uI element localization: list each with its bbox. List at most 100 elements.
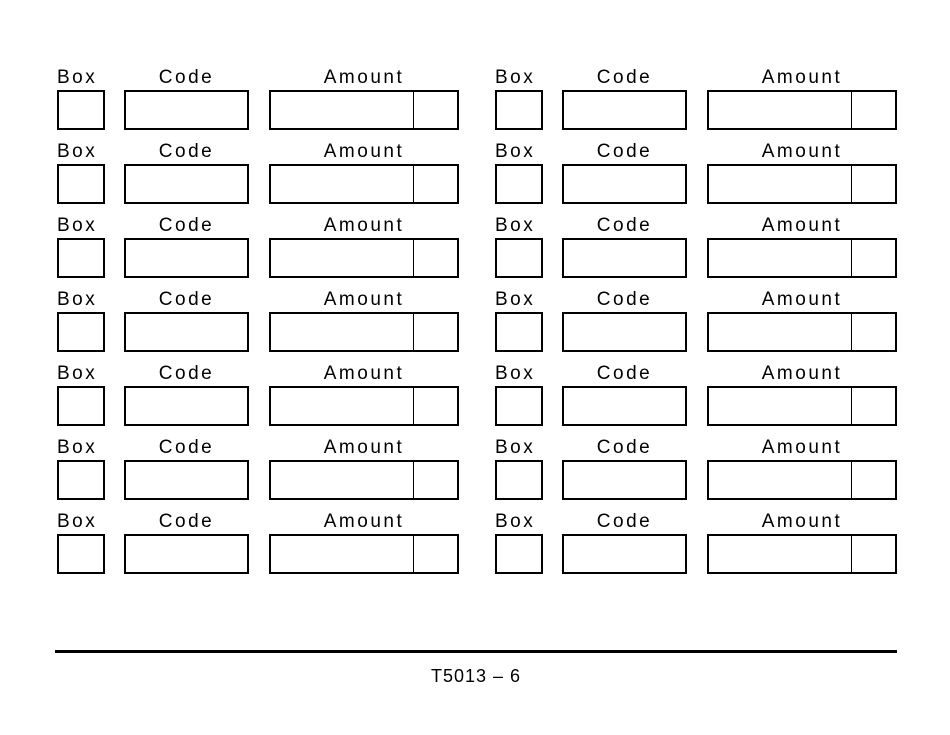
box-input[interactable]: [495, 534, 543, 574]
box-label: Box: [57, 363, 98, 384]
entry-row: Box Code Amount: [57, 434, 459, 500]
code-label: Code: [596, 141, 653, 162]
amount-dollars-input[interactable]: [271, 240, 413, 276]
amount-cents-input[interactable]: [413, 388, 457, 424]
amount-cents-input[interactable]: [413, 92, 457, 128]
amount-label: Amount: [761, 67, 843, 88]
code-input[interactable]: [124, 164, 249, 204]
box-input[interactable]: [57, 534, 105, 574]
amount-cents-input[interactable]: [851, 314, 895, 350]
amount-cents-input[interactable]: [851, 536, 895, 572]
box-field-group: Box: [57, 508, 105, 574]
code-label: Code: [158, 215, 215, 236]
box-input[interactable]: [57, 238, 105, 278]
amount-dollars-input[interactable]: [709, 314, 851, 350]
amount-cents-input[interactable]: [851, 166, 895, 202]
amount-field-group: Amount: [707, 286, 897, 352]
code-label: Code: [596, 215, 653, 236]
amount-label: Amount: [761, 511, 843, 532]
box-input[interactable]: [495, 238, 543, 278]
amount-dollars-input[interactable]: [271, 388, 413, 424]
code-label: Code: [158, 511, 215, 532]
code-field-group: Code: [124, 360, 249, 426]
amount-dollars-input[interactable]: [271, 314, 413, 350]
entry-row: Box Code Amount: [57, 138, 459, 204]
amount-cents-input[interactable]: [851, 388, 895, 424]
code-field-group: Code: [562, 212, 687, 278]
box-label: Box: [57, 289, 98, 310]
amount-cents-input[interactable]: [851, 462, 895, 498]
amount-field-group: Amount: [707, 138, 897, 204]
code-input[interactable]: [124, 238, 249, 278]
box-field-group: Box: [495, 360, 543, 426]
amount-cents-input[interactable]: [413, 462, 457, 498]
box-label: Box: [495, 437, 536, 458]
box-field-group: Box: [495, 434, 543, 500]
amount-cents-input[interactable]: [413, 314, 457, 350]
entry-row: Box Code Amount: [495, 508, 897, 574]
amount-field-group: Amount: [707, 508, 897, 574]
code-field-group: Code: [562, 508, 687, 574]
entry-row: Box Code Amount: [57, 286, 459, 352]
entry-row: Box Code Amount: [57, 212, 459, 278]
box-label: Box: [495, 141, 536, 162]
amount-field-group: Amount: [269, 286, 459, 352]
amount-dollars-input[interactable]: [271, 166, 413, 202]
amount-cents-input[interactable]: [851, 240, 895, 276]
box-input[interactable]: [57, 164, 105, 204]
box-field-group: Box: [495, 138, 543, 204]
box-field-group: Box: [57, 138, 105, 204]
code-input[interactable]: [562, 312, 687, 352]
amount-dollars-input[interactable]: [709, 536, 851, 572]
amount-field-group: Amount: [269, 64, 459, 130]
code-input[interactable]: [562, 534, 687, 574]
amount-label: Amount: [761, 437, 843, 458]
box-input[interactable]: [495, 90, 543, 130]
box-label: Box: [57, 141, 98, 162]
box-field-group: Box: [57, 64, 105, 130]
code-input[interactable]: [562, 164, 687, 204]
entry-row: Box Code Amount: [495, 286, 897, 352]
amount-cents-input[interactable]: [413, 240, 457, 276]
amount-dollars-input[interactable]: [271, 536, 413, 572]
code-input[interactable]: [124, 460, 249, 500]
code-label: Code: [158, 363, 215, 384]
code-input[interactable]: [124, 312, 249, 352]
amount-cents-input[interactable]: [413, 536, 457, 572]
code-field-group: Code: [124, 434, 249, 500]
code-input[interactable]: [124, 90, 249, 130]
code-field-group: Code: [562, 434, 687, 500]
code-input[interactable]: [562, 386, 687, 426]
code-label: Code: [158, 437, 215, 458]
entry-row: Box Code Amount: [495, 64, 897, 130]
box-input[interactable]: [57, 460, 105, 500]
amount-cents-input[interactable]: [851, 92, 895, 128]
amount-field-group: Amount: [269, 508, 459, 574]
amount-dollars-input[interactable]: [271, 462, 413, 498]
box-input[interactable]: [57, 386, 105, 426]
amount-dollars-input[interactable]: [709, 462, 851, 498]
amount-dollars-input[interactable]: [709, 92, 851, 128]
amount-label: Amount: [323, 511, 405, 532]
code-input[interactable]: [562, 90, 687, 130]
amount-dollars-input[interactable]: [709, 240, 851, 276]
amount-dollars-input[interactable]: [271, 92, 413, 128]
amount-dollars-input[interactable]: [709, 166, 851, 202]
box-input[interactable]: [495, 386, 543, 426]
amount-label: Amount: [761, 141, 843, 162]
amount-field-group: Amount: [707, 434, 897, 500]
amount-dollars-input[interactable]: [709, 388, 851, 424]
code-input[interactable]: [124, 386, 249, 426]
entry-row: Box Code Amount: [57, 64, 459, 130]
box-input[interactable]: [495, 460, 543, 500]
code-input[interactable]: [124, 534, 249, 574]
box-input[interactable]: [495, 164, 543, 204]
code-input[interactable]: [562, 460, 687, 500]
code-input[interactable]: [562, 238, 687, 278]
box-input[interactable]: [495, 312, 543, 352]
amount-cents-input[interactable]: [413, 166, 457, 202]
box-input[interactable]: [57, 312, 105, 352]
box-field-group: Box: [495, 508, 543, 574]
box-input[interactable]: [57, 90, 105, 130]
